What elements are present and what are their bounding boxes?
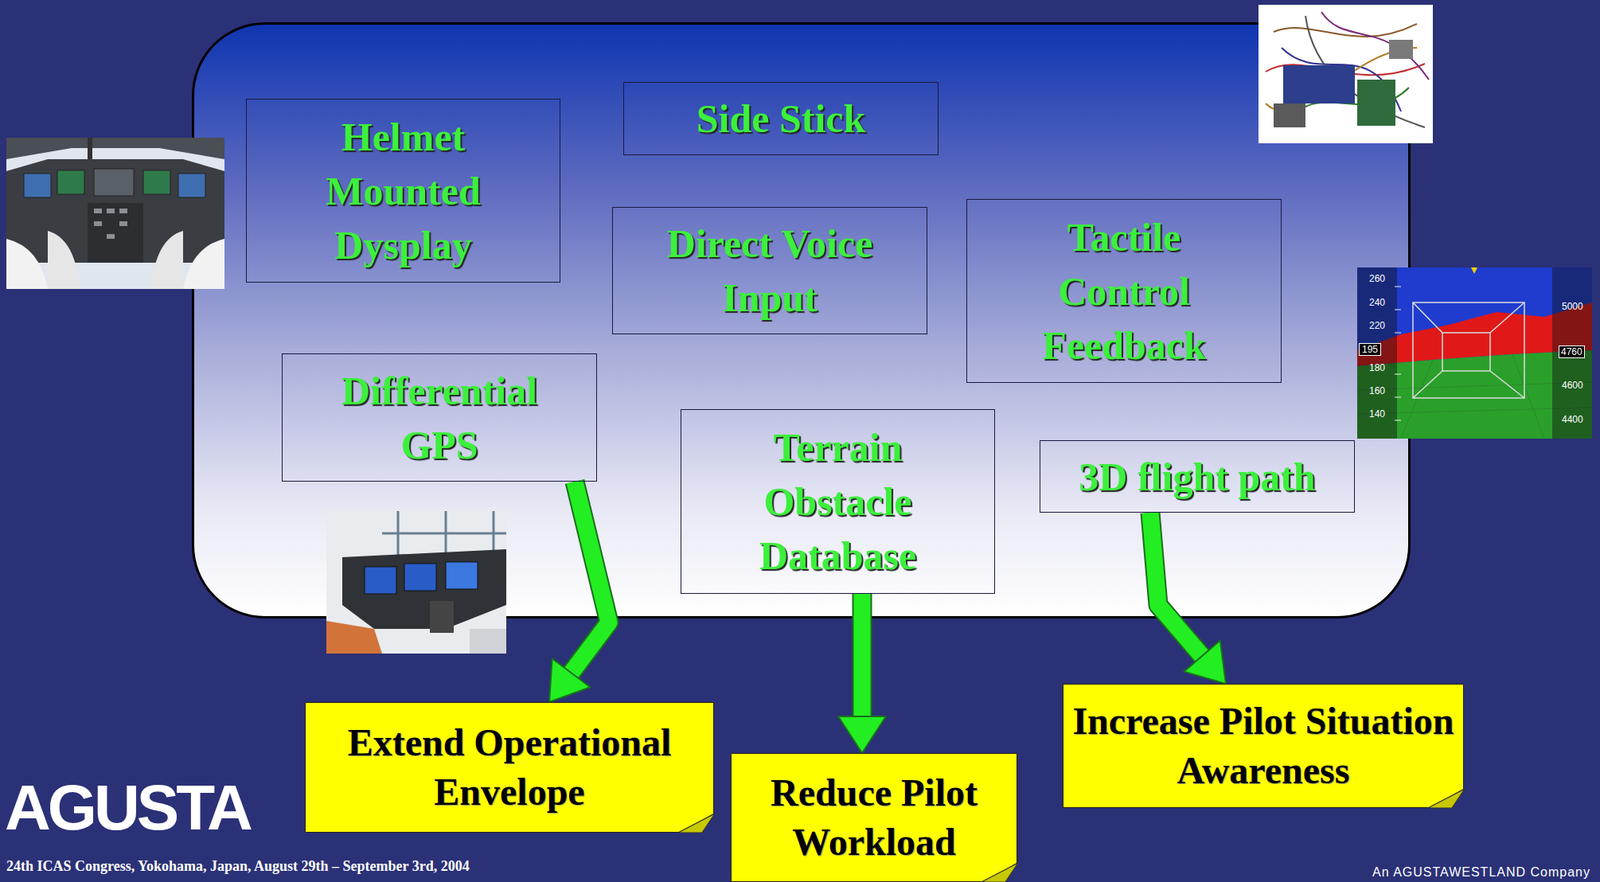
feature-box: Tactile Control Feedback [966, 199, 1282, 383]
feature-box: Side Stick [623, 81, 939, 156]
scale-number: 180 [1369, 362, 1386, 374]
feature-label: Direct Voice Input [634, 216, 906, 325]
scale-number: 220 [1369, 320, 1386, 332]
scale-number: 240 [1369, 296, 1386, 309]
benefit-label: Increase Pilot Situation Awareness [1072, 696, 1455, 797]
scale-number: 5000 [1561, 300, 1584, 313]
page-fold [981, 862, 1019, 882]
page-fold [1428, 788, 1465, 809]
benefit-label: Reduce Pilot Workload [746, 768, 1002, 868]
benefit-note: Reduce Pilot Workload [730, 753, 1018, 882]
feature-box: Direct Voice Input [612, 206, 928, 335]
flow-arrow [549, 481, 609, 703]
footer-text: An AGUSTAWESTLAND Company [1372, 865, 1591, 880]
benefit-label: Extend Operational Envelope [314, 718, 705, 818]
feature-box: 3D flight path [1039, 440, 1355, 513]
synthetic-vision-display [1357, 267, 1593, 439]
scale-number: 140 [1369, 408, 1386, 420]
simulator-photo [326, 511, 507, 654]
scale-number: 195 [1358, 343, 1382, 356]
page-fold [678, 812, 715, 834]
feature-box: Differential GPS [281, 353, 598, 482]
scale-number: 4600 [1561, 379, 1584, 391]
feature-label: Side Stick [696, 91, 867, 146]
footer-text: 24th ICAS Congress, Yokohama, Japan, Aug… [6, 858, 470, 875]
feature-box: Terrain Obstacle Database [680, 409, 996, 594]
scale-number: 160 [1369, 385, 1386, 397]
scale-number: 260 [1369, 273, 1386, 285]
logo-text: AGUSTA [4, 776, 250, 840]
feature-label: Tactile Control Feedback [1012, 210, 1236, 373]
wiring-harness [1258, 4, 1433, 144]
scale-number: 4760 [1558, 345, 1585, 359]
benefit-note: Extend Operational Envelope [304, 702, 715, 833]
cockpit-photo [6, 137, 225, 289]
feature-box: Helmet Mounted Dysplay [245, 98, 561, 283]
flow-arrow [1150, 512, 1226, 684]
feature-label: Helmet Mounted Dysplay [300, 109, 508, 273]
benefit-note: Increase Pilot Situation Awareness [1062, 683, 1464, 808]
feature-label: Terrain Obstacle Database [722, 420, 954, 583]
feature-label: Differential GPS [304, 363, 575, 473]
scale-number: 4400 [1561, 413, 1584, 426]
flow-arrow [838, 593, 886, 754]
feature-label: 3D flight path [1078, 449, 1316, 504]
